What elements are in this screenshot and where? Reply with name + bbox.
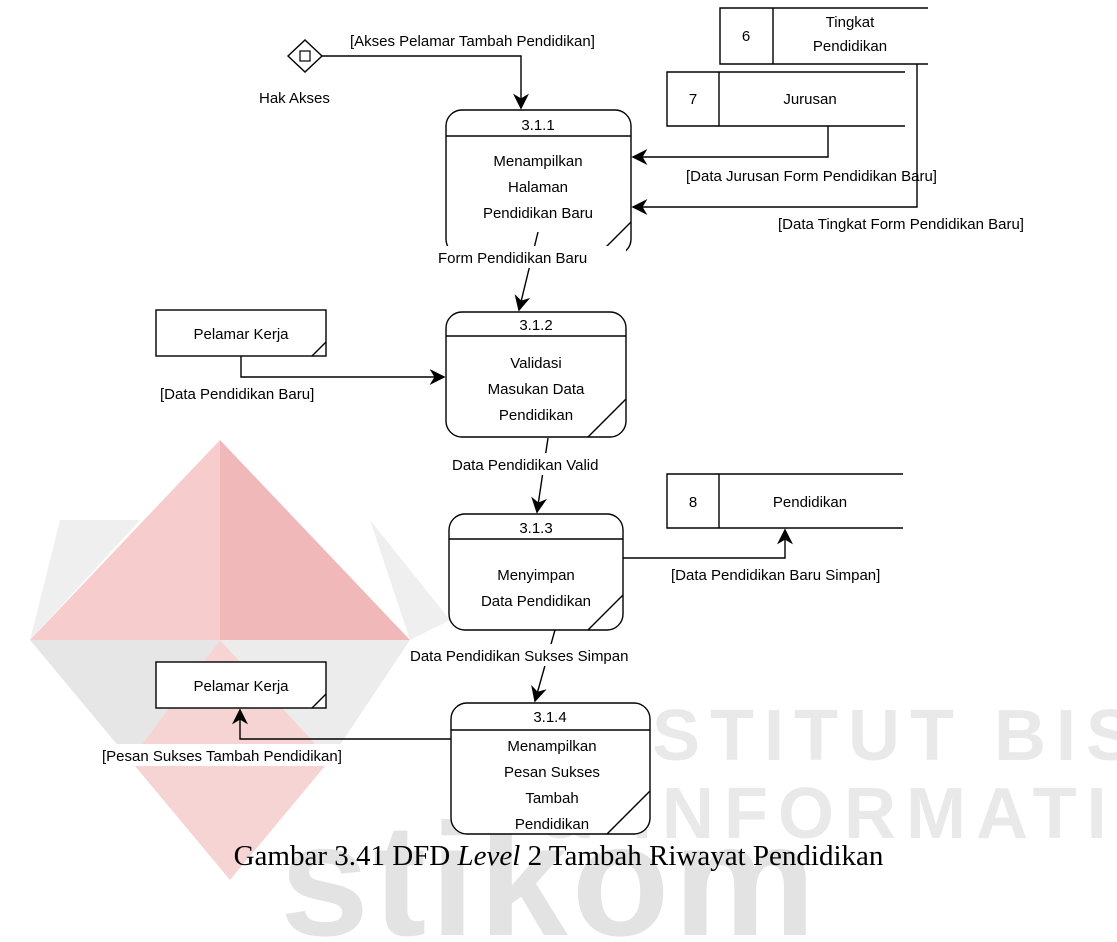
hak-akses-label: Hak Akses: [259, 90, 330, 107]
caption-suffix: 2 Tambah Riwayat Pendidikan: [520, 840, 884, 872]
data-store-6: [719, 7, 928, 65]
process-3-1-1-line1: Menampilkan: [493, 153, 582, 170]
process-3-1-4: [450, 702, 651, 835]
data-store-6-name-line1: Tingkat: [826, 14, 875, 31]
flow-simpan-label: [Data Pendidikan Baru Simpan]: [671, 567, 880, 584]
flow-sukses-label: Data Pendidikan Sukses Simpan: [410, 648, 628, 665]
flow-jurusan-arrow: [631, 126, 829, 165]
pelamar-kerja-label-1: Pelamar Kerja: [193, 326, 289, 343]
data-store-7-number: 7: [689, 91, 697, 108]
flow-jurusan-label: [Data Jurusan Form Pendidikan Baru]: [686, 168, 937, 185]
data-store-7: [666, 71, 905, 127]
process-3-1-1-line2: Halaman: [508, 179, 568, 196]
flow-pesan-arrow: [232, 708, 451, 740]
pelamar-kerja-label-2: Pelamar Kerja: [193, 678, 289, 695]
flow-valid-label-bg: [450, 453, 642, 475]
pelamar-kerja-entity-2: [155, 661, 327, 709]
process-3-1-4-line1: Menampilkan: [507, 738, 596, 755]
process-3-1-3: [448, 513, 624, 631]
flow-akses-arrow: [322, 55, 529, 110]
process-3-1-2: [445, 311, 627, 438]
data-store-8: [666, 473, 903, 529]
flow-akses-label: [Akses Pelamar Tambah Pendidikan]: [350, 33, 595, 50]
flow-form-label-bg: [436, 246, 626, 268]
process-3-1-1-id: 3.1.1: [521, 117, 554, 134]
flow-simpan-arrow: [623, 528, 793, 559]
process-3-1-2-line1: Validasi: [510, 355, 561, 372]
flow-form-label: Form Pendidikan Baru: [438, 250, 587, 267]
hak-akses-entity: [286, 39, 324, 73]
data-store-8-number: 8: [689, 494, 697, 511]
data-store-8-name: Pendidikan: [773, 494, 847, 511]
process-3-1-3-line2: Data Pendidikan: [481, 593, 591, 610]
data-store-7-name: Jurusan: [783, 91, 836, 108]
process-3-1-4-line4: Pendidikan: [515, 816, 589, 833]
process-3-1-2-id: 3.1.2: [519, 317, 552, 334]
process-3-1-4-line3: Tambah: [525, 790, 578, 807]
caption-prefix: Gambar 3.41 DFD: [233, 840, 458, 872]
flow-form-arrow: [514, 231, 539, 312]
process-3-1-3-id: 3.1.3: [519, 520, 552, 537]
flow-valid-label: Data Pendidikan Valid: [452, 457, 598, 474]
watermark-line1: INSTITUT BISNIS: [560, 696, 1117, 776]
caption-italic: Level: [457, 840, 521, 872]
process-3-1-1: [445, 109, 632, 256]
process-3-1-3-line1: Menyimpan: [497, 567, 575, 584]
process-3-1-2-line2: Masukan Data: [488, 381, 585, 398]
pelamar-kerja-entity-1: [155, 309, 327, 357]
data-store-6-name-line2: Pendidikan: [813, 38, 887, 55]
process-3-1-2-line3: Pendidikan: [499, 407, 573, 424]
flow-pesan-label-bg: [100, 744, 410, 766]
flow-tingkat-arrow: [631, 64, 918, 215]
flow-pesan-label: [Pesan Sukses Tambah Pendidikan]: [102, 748, 342, 765]
figure-caption: Gambar 3.41 DFD Level 2 Tambah Riwayat P…: [0, 840, 1117, 873]
process-3-1-4-id: 3.1.4: [533, 709, 566, 726]
flow-data-baru-label: [Data Pendidikan Baru]: [160, 386, 314, 403]
data-store-6-number: 6: [742, 28, 750, 45]
flow-data-baru-arrow: [240, 356, 446, 385]
flow-sukses-label-bg: [408, 644, 686, 666]
process-3-1-4-line2: Pesan Sukses: [504, 764, 600, 781]
process-3-1-1-line3: Pendidikan Baru: [483, 205, 593, 222]
flow-tingkat-label: [Data Tingkat Form Pendidikan Baru]: [778, 216, 1024, 233]
